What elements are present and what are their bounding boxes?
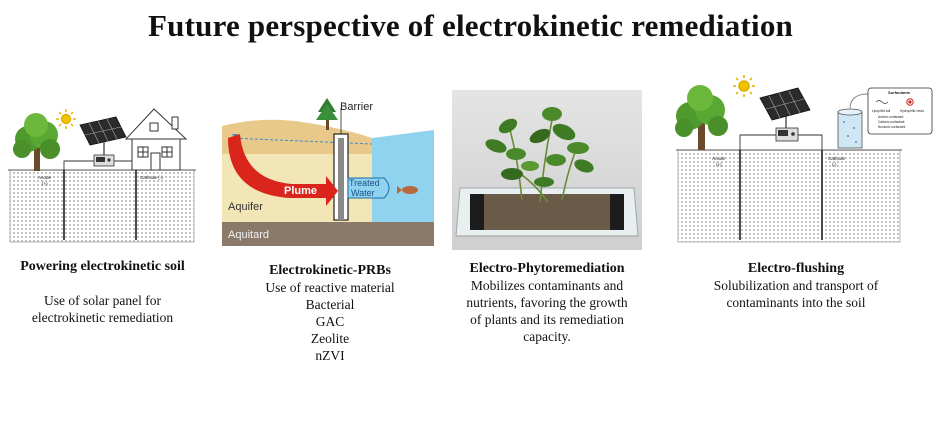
caption-heading: Electrokinetic-PRBs bbox=[269, 263, 391, 278]
electrode-chamber-right bbox=[610, 194, 624, 230]
plume-label: Plume bbox=[284, 185, 317, 197]
surfactant-legend-box: Surfactants Lipophilic tail Hydrophilic … bbox=[867, 87, 933, 135]
caption-line: capacity. bbox=[523, 329, 571, 344]
plant-leaves bbox=[485, 107, 594, 187]
caption-line: nutrients, favoring the growth bbox=[466, 295, 628, 310]
caption-heading: Electro-Phytoremediation bbox=[469, 261, 625, 276]
svg-text:Cationic surfactant: Cationic surfactant bbox=[878, 120, 905, 124]
aquifer-label: Aquifer bbox=[228, 201, 263, 213]
anode-sign: (+) bbox=[42, 181, 48, 186]
cathode-label: Cathode (-) bbox=[140, 175, 163, 180]
power-supply-icon bbox=[93, 154, 115, 167]
caption-line: Solubilization and transport of bbox=[713, 278, 879, 293]
aquitard-label: Aquitard bbox=[228, 229, 269, 241]
soil-block bbox=[9, 169, 195, 243]
pine-tree-icon bbox=[316, 98, 338, 130]
permeable-reactive-barrier-illustration: Barrier Plume Treated Water Aquifer Aqui… bbox=[222, 98, 434, 246]
electro-phytoremediation-photo bbox=[452, 90, 642, 250]
caption-line: electrokinetic remediation bbox=[31, 310, 174, 325]
caption-line: contaminants into the soil bbox=[726, 295, 866, 310]
solar-panel-icon bbox=[79, 116, 127, 155]
caption-line: Zeolite bbox=[310, 331, 350, 346]
caption-flushing: Electro-flushing Solubilization and tran… bbox=[684, 260, 908, 311]
sun-icon bbox=[733, 75, 755, 97]
sun-icon bbox=[56, 109, 76, 129]
cathode-sign: (-) bbox=[832, 162, 837, 167]
electrode-chamber-left bbox=[470, 194, 484, 230]
caption-line: Mobilizes contaminants and bbox=[470, 278, 624, 293]
svg-text:Lipophilic tail: Lipophilic tail bbox=[872, 109, 891, 113]
treated-water-plume bbox=[347, 177, 390, 199]
contaminant-plume bbox=[228, 134, 334, 198]
caption-heading: Powering electrokinetic soil bbox=[20, 259, 185, 274]
anode-label: Anode bbox=[712, 156, 726, 161]
cathode-label: Cathode bbox=[828, 156, 846, 161]
caption-powering: Powering electrokinetic soil Use of sola… bbox=[0, 258, 205, 326]
aquitard-layer bbox=[222, 222, 434, 246]
caption-line: Use of solar panel for bbox=[44, 293, 161, 308]
svg-text:Anionic surfactant: Anionic surfactant bbox=[878, 115, 903, 119]
caption-line: of plants and its remediation bbox=[470, 312, 624, 327]
power-supply-icon bbox=[775, 127, 799, 142]
caption-line: nZVI bbox=[315, 348, 345, 363]
legend-title: Surfactants bbox=[888, 90, 911, 95]
fish-icon bbox=[397, 186, 418, 194]
solar-panel-icon bbox=[759, 87, 811, 128]
figure-title: Future perspective of electrokinetic rem… bbox=[148, 8, 793, 43]
svg-text:Hydrophilic head: Hydrophilic head bbox=[900, 109, 924, 113]
water-label: Water bbox=[351, 188, 375, 198]
tree-icon bbox=[675, 85, 728, 150]
house-icon bbox=[124, 108, 188, 171]
tree-icon bbox=[13, 113, 60, 171]
soil-block bbox=[677, 149, 901, 243]
treated-label: Treated bbox=[349, 178, 380, 188]
svg-text:Nonionic surfactant: Nonionic surfactant bbox=[878, 125, 905, 129]
anode-label: Anode bbox=[38, 175, 52, 180]
caption-line: GAC bbox=[315, 314, 345, 329]
caption-phyto: Electro-Phytoremediation Mobilizes conta… bbox=[446, 260, 648, 345]
anode-sign: (+) bbox=[716, 162, 722, 167]
caption-line: Bacterial bbox=[305, 297, 355, 312]
barrier-label: Barrier bbox=[340, 101, 373, 113]
electro-flushing-illustration: Surfactants Lipophilic tail Hydrophilic … bbox=[675, 75, 933, 243]
caption-heading: Electro-flushing bbox=[747, 261, 845, 276]
water-body bbox=[372, 130, 434, 230]
caption-prbs: Electrokinetic-PRBs Use of reactive mate… bbox=[230, 262, 430, 364]
caption-line: Use of reactive material bbox=[265, 280, 395, 295]
surfactant-tank-icon bbox=[837, 108, 863, 149]
solar-powered-soil-illustration: Anode (+) Cathode (-) bbox=[8, 108, 196, 243]
